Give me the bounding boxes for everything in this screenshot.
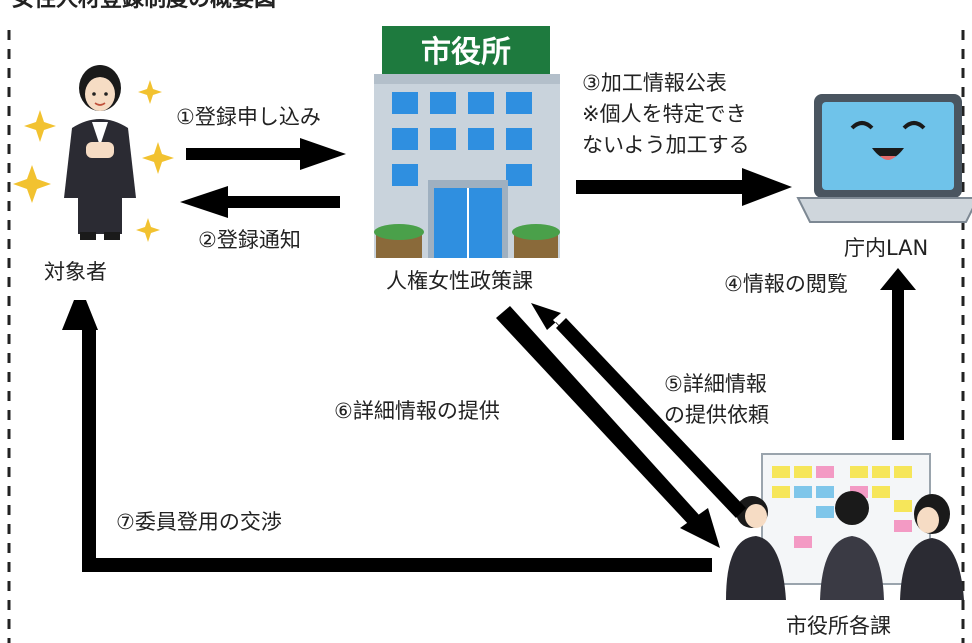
step4-label: ④情報の閲覧 (724, 272, 848, 296)
step7-label: ⑦委員登用の交渉 (116, 510, 282, 534)
arrow-step6-provide (496, 306, 700, 526)
step3-label-line2: ※個人を特定でき (582, 102, 747, 126)
sparkle-icon (138, 80, 162, 104)
sparkle-icon (136, 218, 160, 242)
team-meeting-icon (726, 453, 964, 600)
city-hall-label: 人権女性政策課 (386, 269, 533, 293)
sparkle-icon (13, 165, 51, 203)
page-title: 女性人材登録制度の概要図 (12, 0, 276, 13)
step3-label-line1: ③加工情報公表 (582, 71, 727, 95)
arrows (62, 138, 916, 572)
arrow-step3-publish (576, 168, 792, 206)
businesswoman-icon (13, 65, 174, 242)
step2-label: ②登録通知 (198, 228, 301, 252)
step1-label: ①登録申し込み (176, 105, 321, 129)
arrow-step5-request (531, 303, 736, 510)
laptop-smile-icon (796, 94, 972, 223)
step5-label-line1: ⑤詳細情報 (664, 372, 767, 396)
departments-label: 市役所各課 (786, 614, 891, 638)
city-hall-sign: 市役所 (421, 35, 511, 70)
arrow-step5-shaft (556, 318, 746, 518)
arrow-step1-apply (186, 138, 346, 170)
sparkle-icon (142, 142, 174, 174)
person-label: 対象者 (44, 260, 107, 284)
step3-label-line3: ないよう加工する (582, 133, 750, 157)
sparkle-icon (24, 110, 56, 142)
arrow-step6-head (680, 508, 720, 548)
step6-label: ⑥詳細情報の提供 (334, 399, 500, 423)
dashed-frame (7, 30, 965, 643)
city-hall-building-icon (374, 26, 560, 258)
laptop-label: 庁内LAN (844, 236, 929, 260)
arrow-step2-notify (180, 186, 340, 218)
arrow-step4-browse (880, 268, 916, 440)
step5-label-line2: の提供依頼 (664, 403, 769, 427)
